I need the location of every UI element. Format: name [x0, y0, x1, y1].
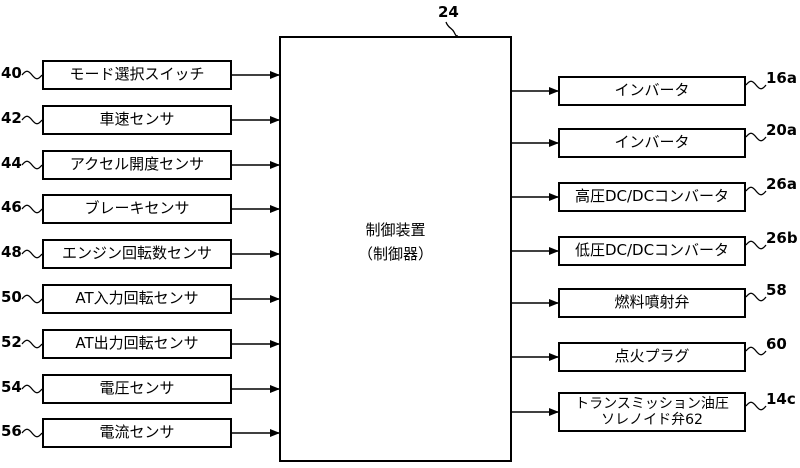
output-ref: 26a — [766, 175, 797, 193]
controller-label: 制御装置 （制御器） — [279, 218, 512, 266]
controller-ref-leader — [445, 21, 459, 37]
input-ref: 46 — [1, 198, 22, 216]
output-block-label: 低圧DC/DCコンバータ — [574, 241, 730, 260]
output-ref: 16a — [766, 69, 797, 87]
output-block-label: トランスミッション油圧ソレノイド弁62 — [575, 395, 729, 428]
output-block-label: 燃料噴射弁 — [614, 293, 690, 312]
input-ref-leader — [21, 249, 43, 259]
input-block: AT入力回転センサ — [42, 284, 232, 314]
output-ref-leader — [745, 132, 767, 142]
output-block-label: インバータ — [614, 81, 690, 100]
input-ref-leader — [21, 428, 43, 438]
output-block: インバータ — [558, 76, 746, 106]
controller-ref: 24 — [438, 3, 459, 21]
input-block: 電圧センサ — [42, 374, 232, 404]
output-block: インバータ — [558, 128, 746, 158]
input-ref: 40 — [1, 64, 22, 82]
controller-sub: （制御器） — [357, 245, 433, 263]
output-ref-leader — [745, 346, 767, 356]
input-ref: 56 — [1, 422, 22, 440]
input-ref-leader — [21, 384, 43, 394]
input-block-label: モード選択スイッチ — [69, 65, 205, 84]
output-ref: 60 — [766, 335, 787, 353]
output-ref-leader — [745, 401, 767, 411]
input-ref-leader — [21, 160, 43, 170]
output-ref-leader — [745, 186, 767, 196]
input-ref: 44 — [1, 154, 22, 172]
input-block: 電流センサ — [42, 418, 232, 448]
input-ref-leader — [21, 70, 43, 80]
input-block-label: 電圧センサ — [99, 379, 175, 398]
input-block-label: 車速センサ — [99, 110, 175, 129]
controller-box — [279, 36, 512, 462]
output-block-label: 高圧DC/DCコンバータ — [574, 187, 730, 206]
input-block-label: 電流センサ — [99, 423, 175, 442]
output-ref-leader — [745, 80, 767, 90]
output-block: 高圧DC/DCコンバータ — [558, 182, 746, 212]
input-block-label: ブレーキセンサ — [84, 199, 190, 218]
input-ref-leader — [21, 115, 43, 125]
input-block-label: AT入力回転センサ — [75, 289, 199, 308]
input-ref: 42 — [1, 109, 22, 127]
input-block: モード選択スイッチ — [42, 60, 232, 90]
output-block: 点火プラグ — [558, 342, 746, 372]
input-block: 車速センサ — [42, 105, 232, 135]
output-ref: 58 — [766, 281, 787, 299]
input-block-label: AT出力回転センサ — [75, 334, 199, 353]
input-block-label: エンジン回転数センサ — [61, 244, 212, 263]
output-block: 低圧DC/DCコンバータ — [558, 236, 746, 266]
output-ref: 14c — [766, 390, 796, 408]
input-block: アクセル開度センサ — [42, 150, 232, 180]
output-block-label: 点火プラグ — [614, 347, 690, 366]
input-block-label: アクセル開度センサ — [69, 155, 205, 174]
input-block: ブレーキセンサ — [42, 194, 232, 224]
output-block: 燃料噴射弁 — [558, 288, 746, 318]
output-ref: 20a — [766, 121, 797, 139]
input-ref: 54 — [1, 378, 22, 396]
output-ref: 26b — [766, 229, 798, 247]
input-block: AT出力回転センサ — [42, 329, 232, 359]
input-block: エンジン回転数センサ — [42, 239, 232, 269]
input-ref: 52 — [1, 333, 22, 351]
input-ref-leader — [21, 339, 43, 349]
output-block-label: インバータ — [614, 133, 690, 152]
input-ref-leader — [21, 204, 43, 214]
output-ref-leader — [745, 292, 767, 302]
input-ref-leader — [21, 294, 43, 304]
input-ref: 48 — [1, 243, 22, 261]
output-block: トランスミッション油圧ソレノイド弁62 — [558, 392, 746, 432]
output-ref-leader — [745, 240, 767, 250]
input-ref: 50 — [1, 288, 22, 306]
controller-name: 制御装置 — [365, 221, 426, 239]
